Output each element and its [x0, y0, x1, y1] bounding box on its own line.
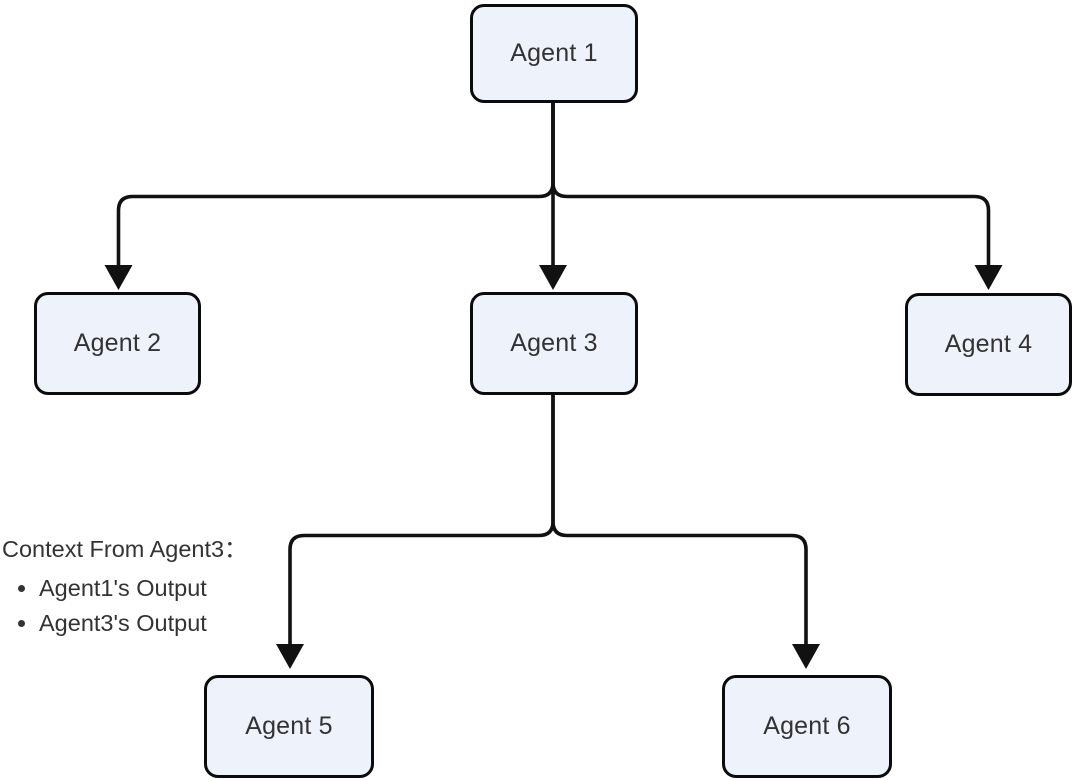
edge-agent3-agent6	[551, 395, 808, 645]
node-agent5: Agent 5	[204, 675, 374, 778]
node-agent4-label: Agent 4	[944, 330, 1033, 358]
node-agent2: Agent 2	[34, 292, 201, 395]
arrowhead-to-agent6	[792, 644, 820, 669]
node-agent4: Agent 4	[905, 293, 1072, 396]
context-note-title: Context From Agent3：	[2, 536, 248, 562]
edge-agent1-agent2	[116, 103, 555, 266]
edge-agent3-agent5	[288, 395, 555, 645]
arrowhead-to-agent4	[974, 265, 1003, 290]
context-note-item: Agent3's Output	[39, 606, 248, 641]
arrowhead-to-agent2	[104, 265, 133, 290]
node-agent1-label: Agent 1	[510, 39, 598, 67]
node-agent3: Agent 3	[470, 292, 638, 395]
edge-agent1-agent4	[551, 103, 991, 266]
arrowhead-to-agent3	[539, 265, 567, 290]
node-agent3-label: Agent 3	[510, 329, 598, 357]
node-agent1: Agent 1	[470, 4, 638, 103]
arrowhead-to-agent5	[276, 644, 304, 669]
context-note-list: Agent1's Output Agent3's Output	[2, 571, 248, 641]
context-note-item: Agent1's Output	[39, 571, 248, 606]
node-agent5-label: Agent 5	[245, 712, 333, 740]
node-agent6: Agent 6	[722, 675, 892, 778]
node-agent2-label: Agent 2	[73, 329, 162, 357]
node-agent6-label: Agent 6	[763, 712, 851, 740]
context-note: Context From Agent3： Agent1's Output Age…	[2, 534, 248, 641]
